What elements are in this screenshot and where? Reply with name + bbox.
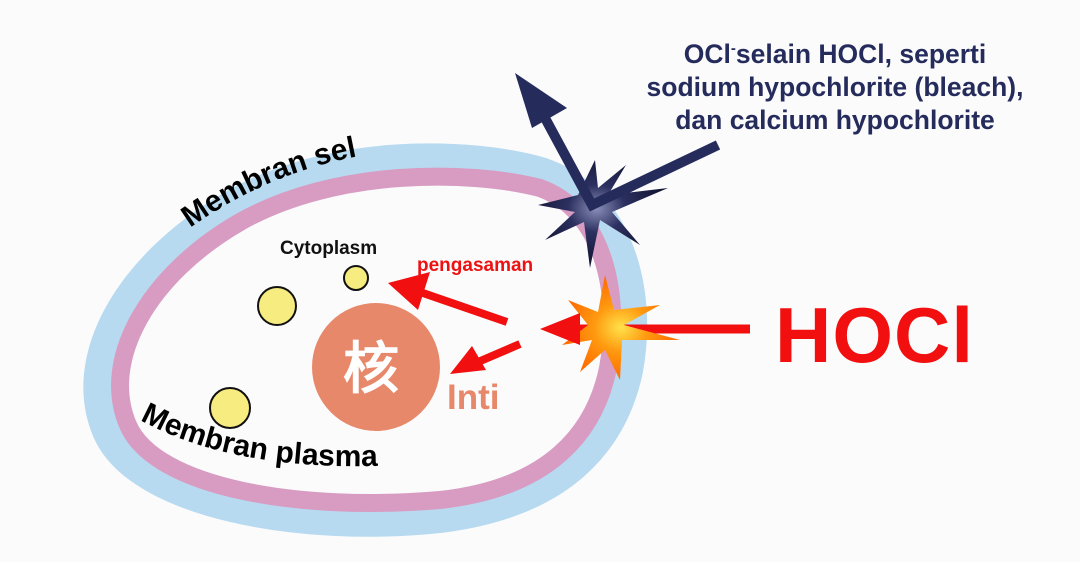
granule bbox=[257, 286, 297, 326]
hocl-label: HOCl bbox=[775, 291, 974, 379]
cytoplasm-label: Cytoplasm bbox=[280, 238, 378, 259]
deflected-arrow-icon bbox=[540, 115, 721, 212]
nucleus-label: Inti bbox=[447, 378, 500, 417]
dark-star-burst-icon bbox=[538, 160, 668, 268]
granule bbox=[343, 265, 369, 291]
ocl-caption-line2: sodium hypochlorite (bleach), bbox=[646, 72, 1024, 102]
nucleus bbox=[312, 303, 440, 431]
ocl-caption-line1: OCl-selain HOCl, seperti bbox=[683, 39, 987, 69]
deflected-arrowhead bbox=[515, 73, 567, 128]
cell-wall bbox=[83, 143, 648, 537]
granule bbox=[209, 387, 251, 429]
nucleus-kanji: 核 bbox=[343, 337, 399, 402]
acidification-label: pengasaman bbox=[417, 255, 534, 276]
orange-star-burst-icon bbox=[562, 275, 680, 380]
ocl-caption: OCl-selain HOCl, seperti sodium hypochlo… bbox=[600, 32, 1070, 137]
acidification-arrows bbox=[388, 272, 522, 374]
hocl-arrowhead bbox=[540, 313, 580, 345]
ocl-caption-line3: dan calcium hypochlorite bbox=[675, 105, 995, 135]
